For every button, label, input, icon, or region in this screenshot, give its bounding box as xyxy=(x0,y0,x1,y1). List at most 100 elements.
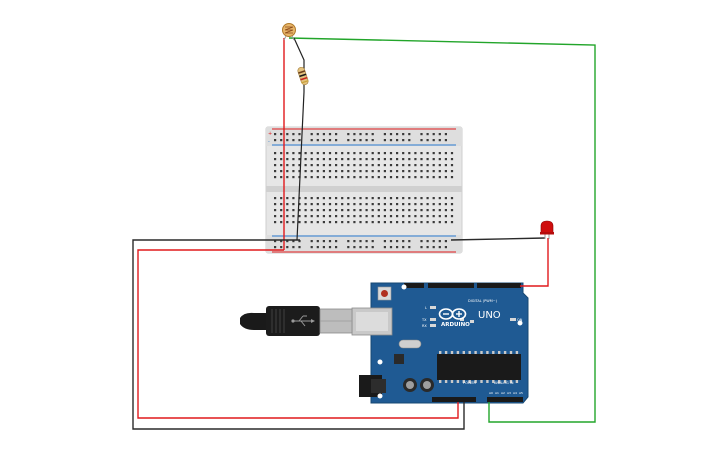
bottom-power-rail xyxy=(266,235,462,253)
led[interactable] xyxy=(540,220,554,239)
breadboard-hole xyxy=(414,152,417,155)
wire-led-cathode[interactable] xyxy=(450,237,546,241)
photoresistor[interactable] xyxy=(282,23,296,41)
breadboard-hole xyxy=(426,170,429,173)
breadboard-hole xyxy=(280,176,283,179)
led-l xyxy=(430,306,436,309)
breadboard-hole xyxy=(420,246,423,249)
breadboard-hole xyxy=(274,139,277,142)
breadboard-hole xyxy=(408,203,411,206)
breadboard-hole xyxy=(328,133,332,136)
on-label: ON xyxy=(517,318,523,322)
breadboard-hole xyxy=(420,176,423,179)
breadboard-hole xyxy=(298,209,301,212)
breadboard-hole xyxy=(396,221,399,224)
breadboard-hole xyxy=(298,133,301,136)
breadboard-hole xyxy=(316,203,319,206)
led-on xyxy=(510,318,516,321)
breadboard-hole xyxy=(274,246,277,249)
resistor-band xyxy=(301,80,309,84)
breadboard-hole xyxy=(280,221,283,224)
breadboard-hole xyxy=(304,176,307,179)
breadboard-hole xyxy=(304,152,307,155)
breadboard-hole xyxy=(280,240,283,243)
breadboard-hole xyxy=(353,164,356,167)
mounting-hole xyxy=(517,320,523,326)
chip-pin xyxy=(468,380,471,383)
breadboard-hole xyxy=(432,197,435,200)
breadboard-hole xyxy=(426,152,429,155)
breadboard-hole xyxy=(432,164,435,167)
breadboard-hole xyxy=(383,240,386,243)
breadboard-hole xyxy=(420,152,423,155)
chip-pin xyxy=(515,380,519,383)
aref-header xyxy=(404,283,424,288)
breadboard-hole xyxy=(292,133,295,136)
breadboard-hole xyxy=(414,203,417,206)
breadboard-hole xyxy=(316,152,319,155)
wire-power-red-loop[interactable] xyxy=(137,249,459,419)
reset-button-cap[interactable] xyxy=(381,290,388,297)
breadboard-hole xyxy=(359,197,362,200)
arduino-board[interactable]: L TX RX ON ARDUINO UNO DIGITAL (PWM~) PO… xyxy=(351,282,529,404)
breadboard-hole xyxy=(335,133,338,136)
breadboard[interactable]: + - xyxy=(265,126,463,254)
breadboard-hole xyxy=(365,221,368,224)
breadboard-hole xyxy=(310,158,313,161)
breadboard-hole xyxy=(402,221,405,224)
breadboard-hole xyxy=(444,176,447,179)
chip-pin xyxy=(503,351,507,354)
breadboard-hole xyxy=(426,139,429,142)
breadboard-hole xyxy=(402,139,405,142)
breadboard-hole xyxy=(402,176,405,179)
breadboard-hole xyxy=(377,203,380,206)
analog-pin-label: A0 xyxy=(489,391,493,395)
usb-port-inner xyxy=(356,312,388,331)
breadboard-hole xyxy=(316,158,319,161)
breadboard-hole xyxy=(347,221,350,224)
breadboard-hole xyxy=(316,139,319,142)
breadboard-hole xyxy=(365,203,368,206)
led-rx xyxy=(430,324,436,327)
breadboard-hole xyxy=(420,158,423,161)
chip-pin xyxy=(456,351,460,354)
breadboard-hole xyxy=(359,133,362,136)
chip-pin xyxy=(509,380,513,383)
breadboard-hole xyxy=(371,133,374,136)
breadboard-hole xyxy=(371,215,374,218)
analog-pin-label: A1 xyxy=(495,391,499,395)
resistor[interactable] xyxy=(297,66,309,86)
breadboard-hole xyxy=(365,158,368,161)
breadboard-hole xyxy=(432,246,435,249)
wire-led-anode[interactable] xyxy=(520,238,549,287)
breadboard-hole xyxy=(316,133,319,136)
breadboard-hole xyxy=(310,170,313,173)
wire-ground-black[interactable] xyxy=(132,239,465,430)
breadboard-hole xyxy=(298,240,301,243)
breadboard-hole xyxy=(328,164,332,167)
breadboard-hole xyxy=(292,176,295,179)
chip-pin xyxy=(492,380,495,383)
breadboard-hole xyxy=(420,240,423,243)
breadboard-hole xyxy=(365,240,368,243)
breadboard-hole xyxy=(396,215,399,218)
breadboard-hole xyxy=(365,152,368,155)
led-tx-label: TX xyxy=(421,318,427,322)
breadboard-hole xyxy=(408,139,411,142)
wire-signal-green[interactable] xyxy=(288,37,596,423)
breadboard-hole xyxy=(359,170,362,173)
resistor-band xyxy=(298,70,306,74)
breadboard-hole xyxy=(420,133,423,136)
breadboard-hole xyxy=(371,197,374,200)
breadboard-hole xyxy=(450,221,454,224)
breadboard-hole xyxy=(335,139,338,142)
breadboard-hole xyxy=(389,246,393,249)
breadboard-hole xyxy=(432,158,435,161)
breadboard-hole xyxy=(359,240,362,243)
breadboard-hole xyxy=(280,133,283,136)
usb-cable[interactable] xyxy=(240,306,353,336)
breadboard-hole xyxy=(432,240,435,243)
breadboard-hole xyxy=(402,197,405,200)
breadboard-hole xyxy=(328,176,332,179)
breadboard-hole xyxy=(396,139,399,142)
